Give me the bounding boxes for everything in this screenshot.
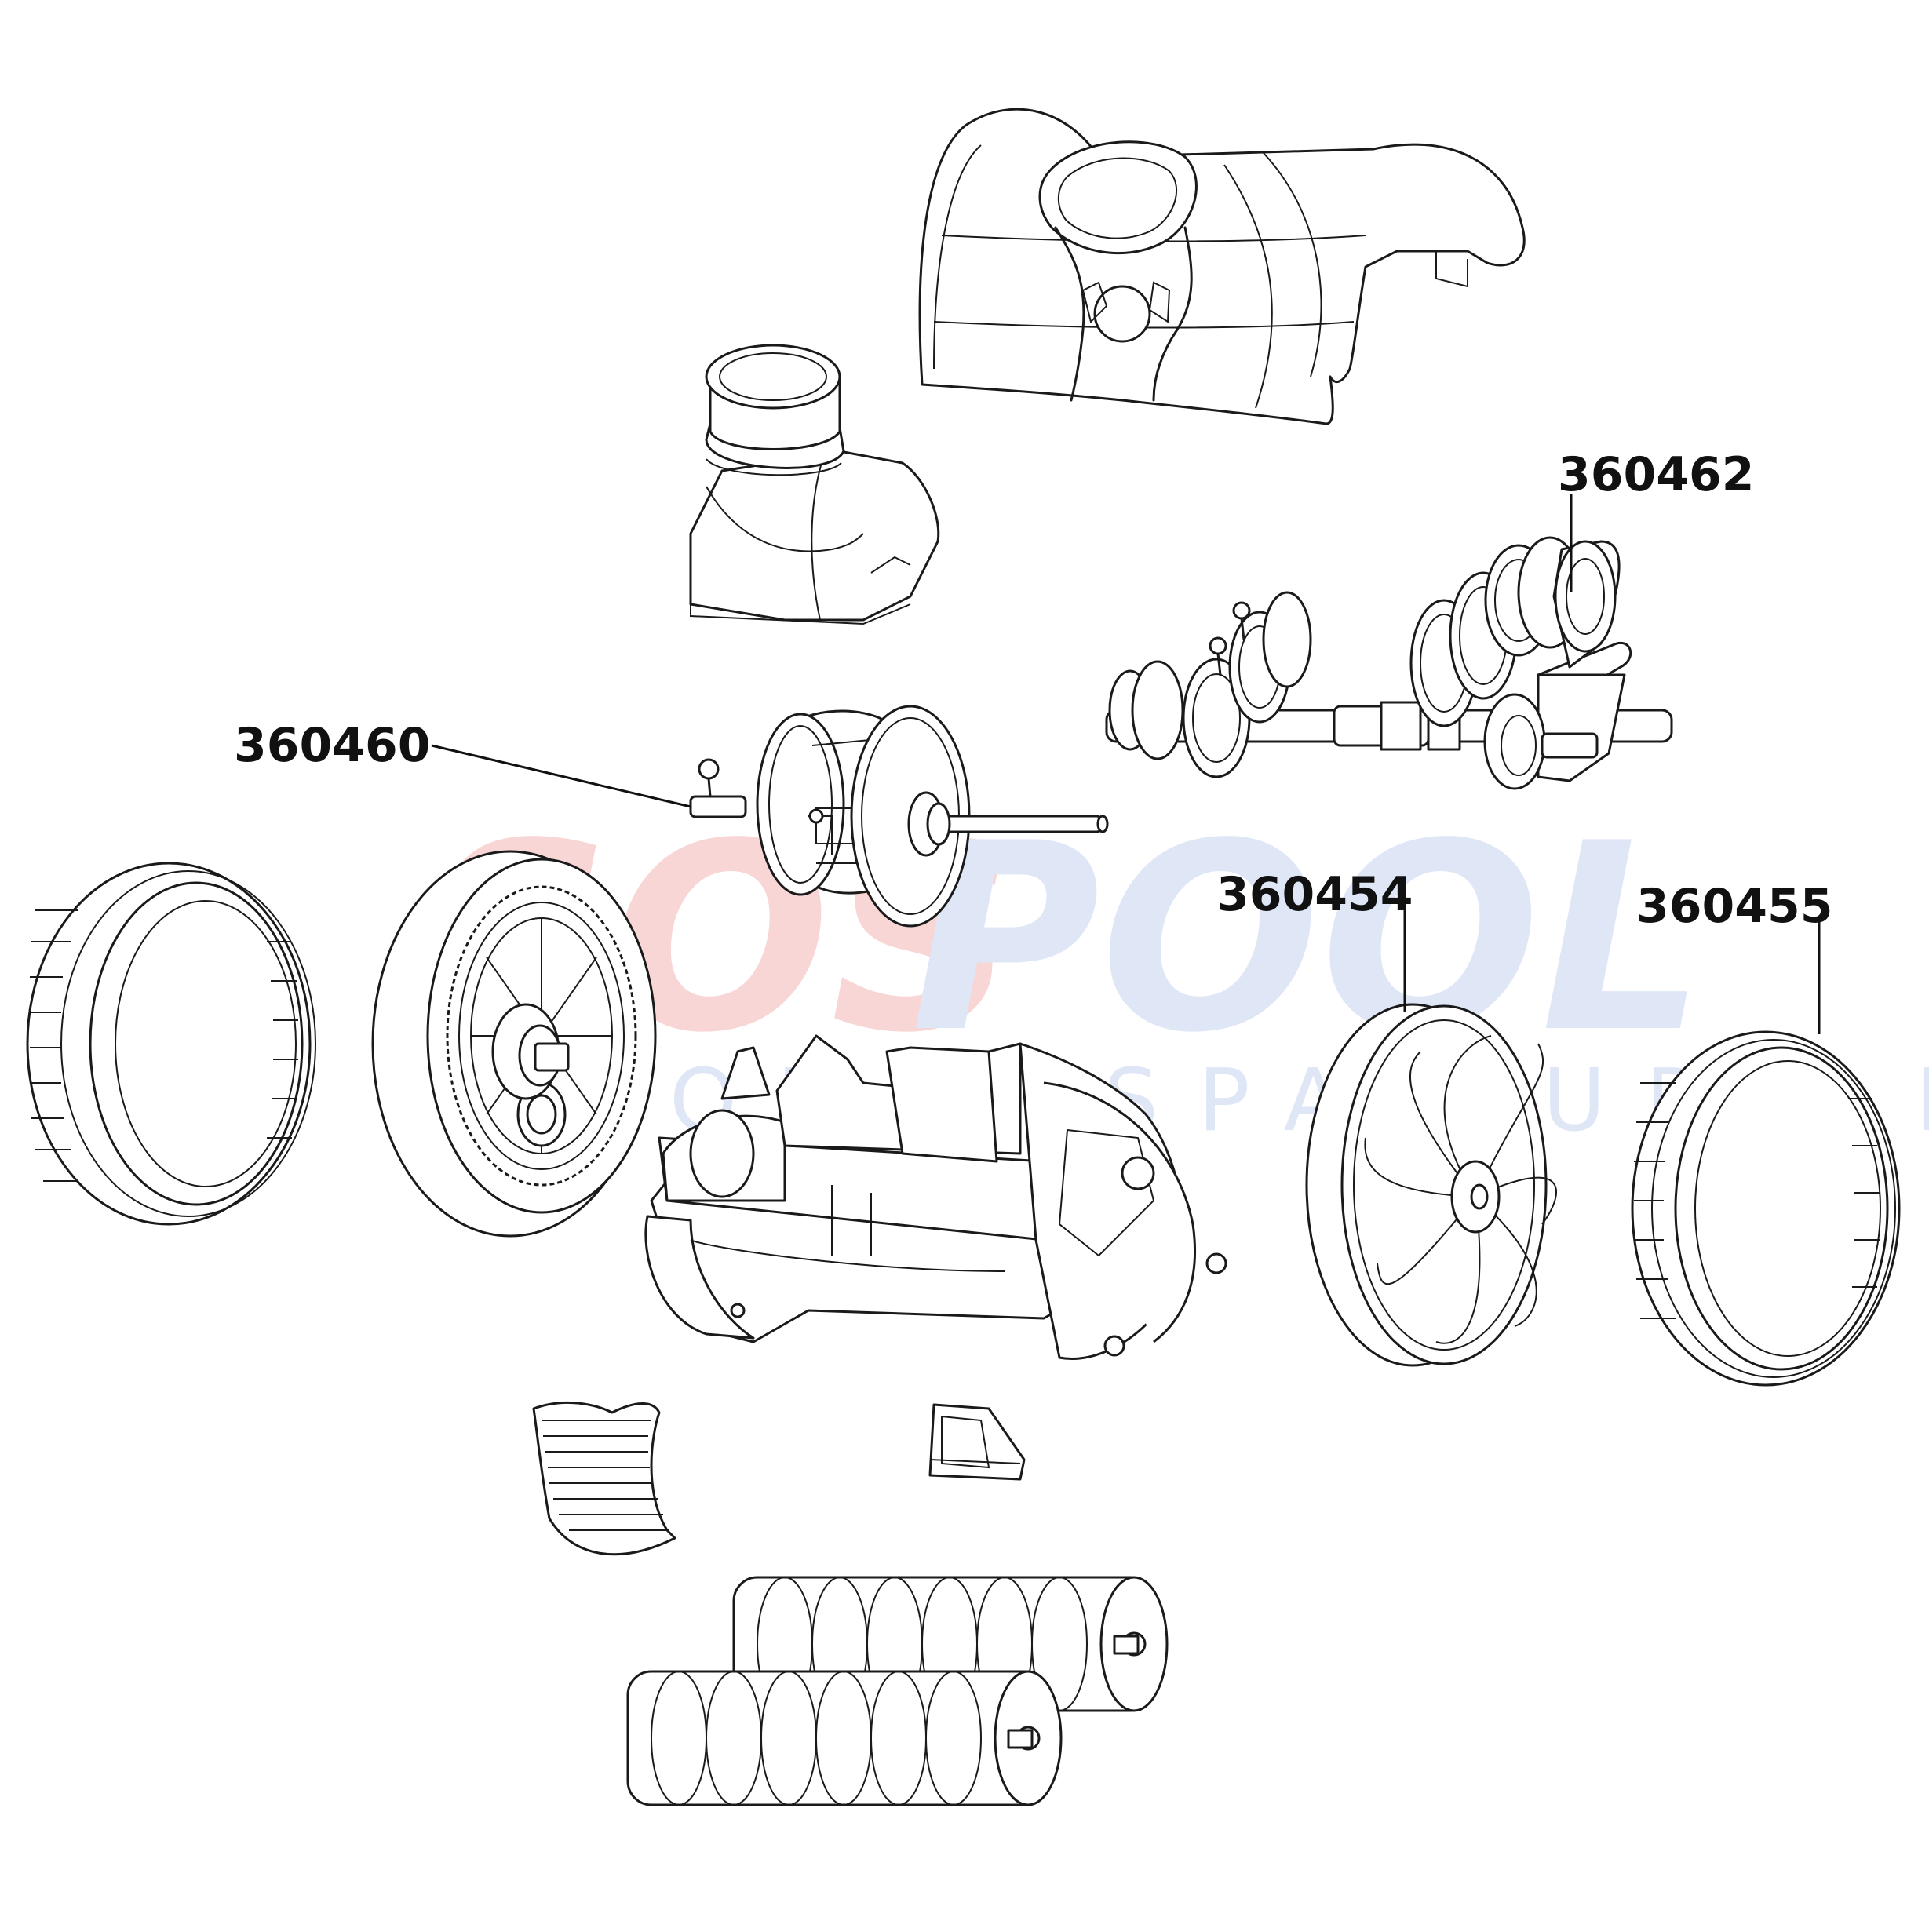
grille-skirt-part — [532, 1401, 676, 1556]
watermark-brand-blue: POOL — [910, 788, 1705, 1089]
right-tire-part — [1631, 1030, 1901, 1387]
left-tire-part — [26, 862, 316, 1226]
main-chassis-part — [644, 1034, 1227, 1360]
turbine-shaft-part — [689, 705, 1109, 928]
rear-roller-part — [626, 1670, 1063, 1806]
part-number-360455: 360455 — [1636, 879, 1833, 934]
gearbox-assembly-part — [1105, 536, 1673, 790]
leader-lines — [431, 494, 1821, 1034]
leader-360460 — [431, 744, 691, 808]
right-wheel-part — [1305, 1003, 1557, 1367]
part-number-360462: 360462 — [1558, 447, 1755, 502]
part-number-360454: 360454 — [1216, 867, 1413, 922]
gear-hub-wheel-part — [371, 850, 657, 1238]
top-hood-part — [918, 108, 1526, 425]
inlet-swivel-part — [689, 344, 940, 625]
part-number-360460: 360460 — [234, 718, 431, 773]
small-bumper-part — [928, 1403, 1026, 1481]
